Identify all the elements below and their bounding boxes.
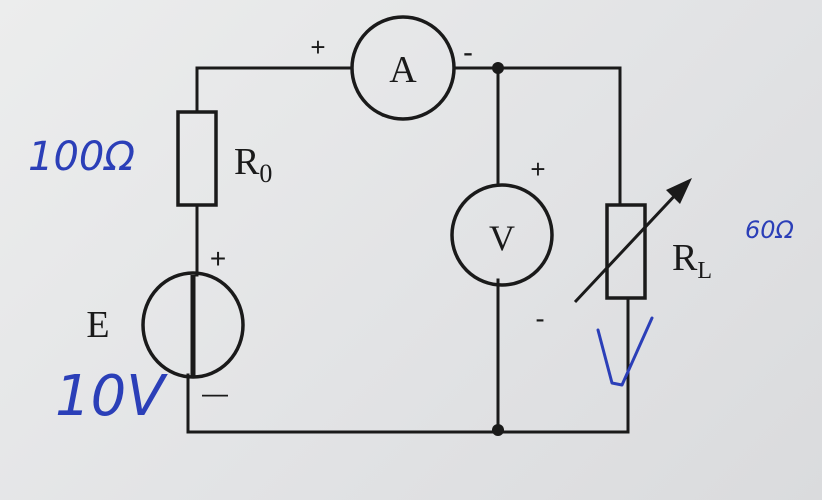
resistor-r0 (176, 110, 218, 207)
junction-dot-top (492, 62, 504, 74)
r0-label-main: R (234, 141, 260, 183)
source-label: E (86, 304, 109, 346)
source-minus-sign: — (202, 378, 228, 408)
rl-label-main: R (672, 237, 698, 279)
r0-label-sub: 0 (259, 159, 272, 188)
handwritten-checkmark (596, 316, 654, 387)
source-plus-sign: + (210, 243, 226, 274)
wires (186, 66, 630, 434)
junction-dot-bottom (492, 424, 504, 436)
handwritten-source-value: 10V (55, 364, 168, 429)
resistor-rl (605, 203, 647, 300)
voltmeter-label: V (489, 218, 515, 258)
voltmeter-plus-sign: + (530, 154, 545, 184)
r0-label: R0 (234, 141, 272, 188)
variable-arrow-shaft (573, 188, 682, 304)
ammeter-minus-sign: - (463, 36, 473, 69)
handwritten-rl-value: 60Ω (745, 216, 795, 244)
rl-label: RL (672, 237, 712, 284)
rl-label-sub: L (697, 258, 712, 284)
handwritten-r0-value: 100Ω (28, 134, 135, 180)
ammeter-plus-sign: + (310, 32, 325, 62)
variable-arrow-head (666, 178, 692, 204)
voltmeter-symbol (450, 183, 554, 287)
voltmeter-minus-sign: - (535, 303, 544, 334)
ammeter-label: A (389, 49, 417, 91)
ammeter-symbol (350, 15, 456, 121)
